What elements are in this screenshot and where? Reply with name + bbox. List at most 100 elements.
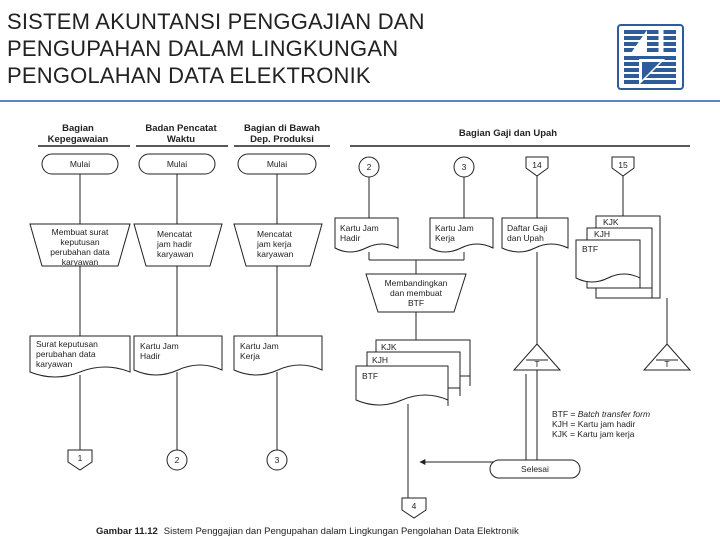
university-logo-icon	[617, 24, 684, 90]
document	[133, 335, 223, 376]
connector-label: 3	[462, 162, 467, 172]
manual-process	[365, 273, 467, 313]
offpage-connector	[67, 449, 93, 471]
legend-entry: BTF = Batch transfer form	[552, 409, 650, 419]
legend: BTF = Batch transfer form KJH = Kartu ja…	[552, 409, 650, 439]
document-label: Hadir	[140, 351, 160, 361]
file-label: T	[664, 359, 669, 369]
document-label: Kerja	[240, 351, 260, 361]
legend-meaning: Batch transfer form	[578, 409, 650, 419]
document-label: Hadir	[340, 233, 360, 243]
legend-separator: =	[568, 409, 578, 419]
document-label: dan Upah	[507, 233, 544, 243]
offpage-connector	[401, 497, 427, 519]
process-label: BTF	[408, 298, 424, 308]
document-label: KJK	[381, 342, 397, 352]
process-label: karyawan	[62, 257, 99, 267]
column-header-line: Bagian Gaji dan Upah	[459, 128, 557, 139]
connector-label: 1	[78, 453, 83, 463]
document-stack-middle: KJK KJH BTF	[355, 339, 471, 406]
column-header-line: Dep. Produksi	[250, 134, 314, 145]
process-label: perubahan data	[50, 247, 110, 257]
terminator-label: Mulai	[267, 159, 287, 169]
connector-label: 2	[175, 455, 180, 465]
terminator-label: Selesai	[521, 464, 549, 474]
process-label: Mencatat	[157, 229, 193, 239]
legend-code: KJH	[552, 419, 568, 429]
file-label: T	[534, 359, 539, 369]
process-label: karyawan	[257, 249, 294, 259]
document-label: KJH	[594, 229, 610, 239]
flowchart: Bagian Kepegawaian Badan Pencatat Waktu …	[29, 123, 692, 537]
caption-text: Sistem Penggajian dan Pengupahan dalam L…	[164, 526, 519, 537]
document-label: Kartu Jam	[140, 341, 179, 351]
document-label: perubahan data	[36, 349, 96, 359]
document-label: KJH	[372, 355, 388, 365]
title-line: PENGOLAHAN DATA ELEKTRONIK	[7, 63, 371, 88]
title-line: SISTEM AKUNTANSI PENGGAJIAN DAN	[7, 9, 425, 34]
figure-caption: Gambar 11.12 Sistem Penggajian dan Pengup…	[96, 526, 519, 537]
column-header-gaji-upah: Bagian Gaji dan Upah	[350, 128, 690, 147]
process-label: dan membuat	[390, 288, 443, 298]
document-label: Kartu Jam	[435, 223, 474, 233]
terminator-label: Mulai	[70, 159, 90, 169]
document	[334, 217, 399, 253]
column-header-kepegawaian: Bagian Kepegawaian	[38, 123, 130, 147]
title-line: PENGUPAHAN DALAM LINGKUNGAN	[7, 36, 399, 61]
document	[233, 335, 323, 376]
column-header-line: Badan Pencatat	[145, 123, 217, 134]
legend-entry: KJK = Kartu jam kerja	[552, 429, 635, 439]
document	[501, 217, 569, 253]
document-label: Surat keputusan	[36, 339, 98, 349]
legend-separator: =	[568, 419, 578, 429]
caption-label: Gambar 11.12	[96, 526, 158, 537]
end-terminator	[489, 459, 581, 479]
connector-label: 4	[412, 501, 417, 511]
column-header-line: Bagian di Bawah	[244, 123, 320, 134]
slide-title: SISTEM AKUNTANSI PENGGAJIAN DAN PENGUPAH…	[7, 8, 567, 89]
process-label: Membandingkan	[385, 278, 448, 288]
column-header-produksi: Bagian di Bawah Dep. Produksi	[234, 123, 330, 147]
column-header-line: Bagian	[62, 123, 94, 134]
legend-code: BTF	[552, 409, 568, 419]
legend-separator: =	[568, 429, 578, 439]
process-label: Mencatat	[257, 229, 293, 239]
legend-meaning: Kartu jam hadir	[578, 419, 636, 429]
offline-file	[642, 343, 692, 371]
manual-process	[133, 223, 223, 267]
terminator-label: Mulai	[167, 159, 187, 169]
document-label: BTF	[362, 371, 378, 381]
document-label: BTF	[582, 244, 598, 254]
column-header-line: Kepegawaian	[48, 134, 109, 145]
document-label: Daftar Gaji	[507, 223, 548, 233]
legend-entry: KJH = Kartu jam hadir	[552, 419, 636, 429]
connector-label: 2	[367, 162, 372, 172]
title-divider	[0, 100, 720, 102]
column-header-pencatat-waktu: Badan Pencatat Waktu	[136, 123, 228, 147]
process-label: keputusan	[60, 237, 99, 247]
legend-code: KJK	[552, 429, 568, 439]
manual-process	[29, 223, 131, 267]
column-header-line: Waktu	[167, 134, 195, 145]
process-label: karyawan	[157, 249, 194, 259]
onpage-connector	[166, 449, 188, 471]
document-stack-right: KJK KJH BTF	[575, 215, 661, 299]
document	[29, 335, 131, 378]
process-label: Membuat surat	[52, 227, 109, 237]
process-label: jam kerja	[256, 239, 292, 249]
document-label: KJK	[603, 217, 619, 227]
document	[429, 217, 494, 253]
connector-label: 3	[275, 455, 280, 465]
process-label: jam hadir	[156, 239, 192, 249]
connector-label: 15	[618, 160, 628, 170]
offpage-connector	[525, 156, 549, 177]
legend-meaning: Kartu jam kerja	[577, 429, 634, 439]
document-label: karyawan	[36, 359, 73, 369]
offpage-connector	[611, 156, 635, 177]
document-label: Kartu Jam	[240, 341, 279, 351]
connector-label: 14	[532, 160, 542, 170]
document-label: Kartu Jam	[340, 223, 379, 233]
onpage-connector	[266, 449, 288, 471]
document-label: Kerja	[435, 233, 455, 243]
manual-process	[233, 223, 323, 267]
